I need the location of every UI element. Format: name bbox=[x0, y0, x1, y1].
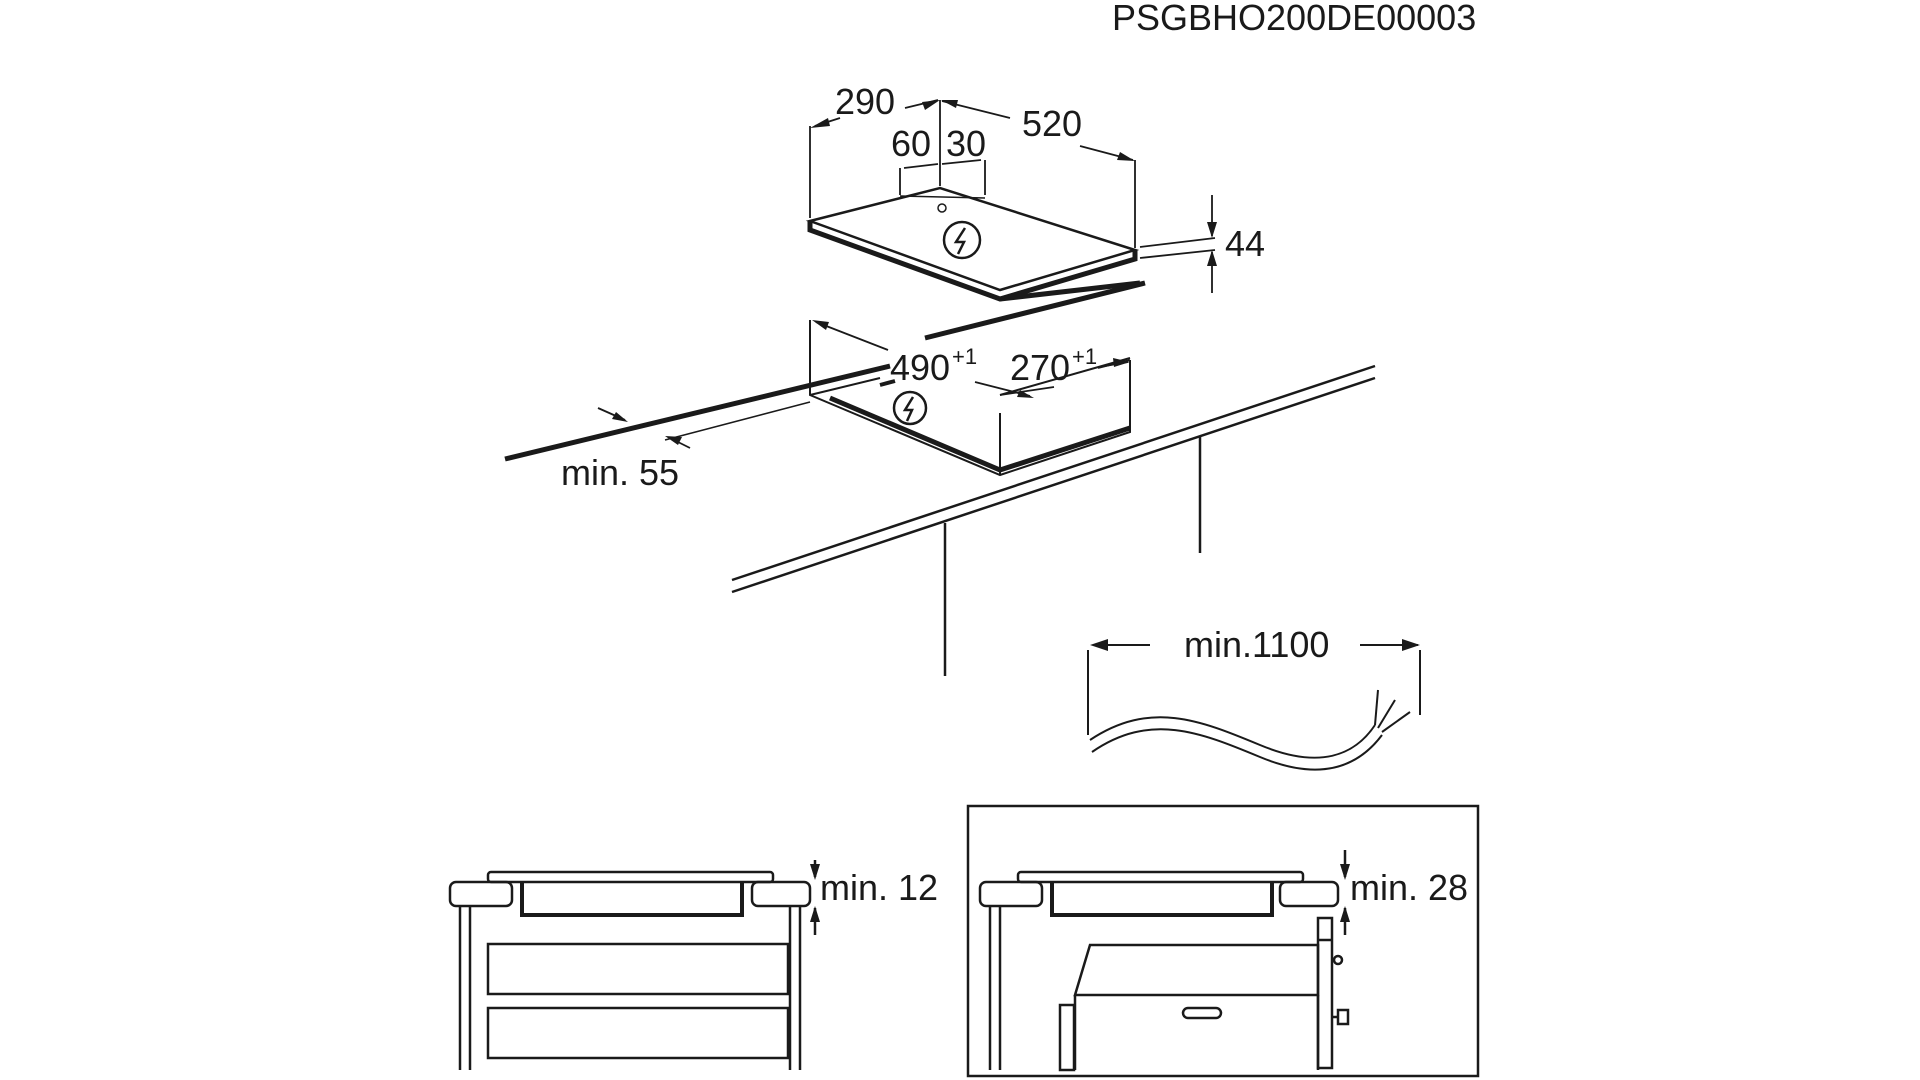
min-12-label: min. 12 bbox=[820, 867, 938, 908]
electric-connection-icon bbox=[942, 220, 982, 260]
dim-30-label: 30 bbox=[946, 123, 986, 164]
worktop-cutout bbox=[504, 280, 1376, 676]
cutout-width-label: 490 bbox=[890, 347, 950, 388]
hob-top bbox=[805, 186, 1141, 302]
cutout-width-tolerance: +1 bbox=[952, 344, 977, 369]
cutout-depth-tolerance: +1 bbox=[1072, 344, 1097, 369]
dim-44 bbox=[1139, 195, 1217, 293]
dim-290-520 bbox=[809, 99, 1136, 248]
min-28-label: min. 28 bbox=[1350, 867, 1468, 908]
dim-44-label: 44 bbox=[1225, 223, 1265, 264]
dim-520-label: 520 bbox=[1022, 103, 1082, 144]
cutout-depth-label: 270 bbox=[1010, 347, 1070, 388]
dim-290-label: 290 bbox=[835, 81, 895, 122]
electric-connection-icon bbox=[892, 390, 928, 426]
cabinet-oven bbox=[966, 804, 1480, 1078]
drawing-code: PSGBHO200DE00003 bbox=[1112, 0, 1476, 38]
cable-min-length-label: min.1100 bbox=[1184, 624, 1329, 665]
cabinet-drawers bbox=[448, 860, 820, 1070]
power-cable bbox=[1087, 639, 1421, 771]
dim-60-label: 60 bbox=[891, 123, 931, 164]
min-55-label: min. 55 bbox=[561, 452, 679, 493]
